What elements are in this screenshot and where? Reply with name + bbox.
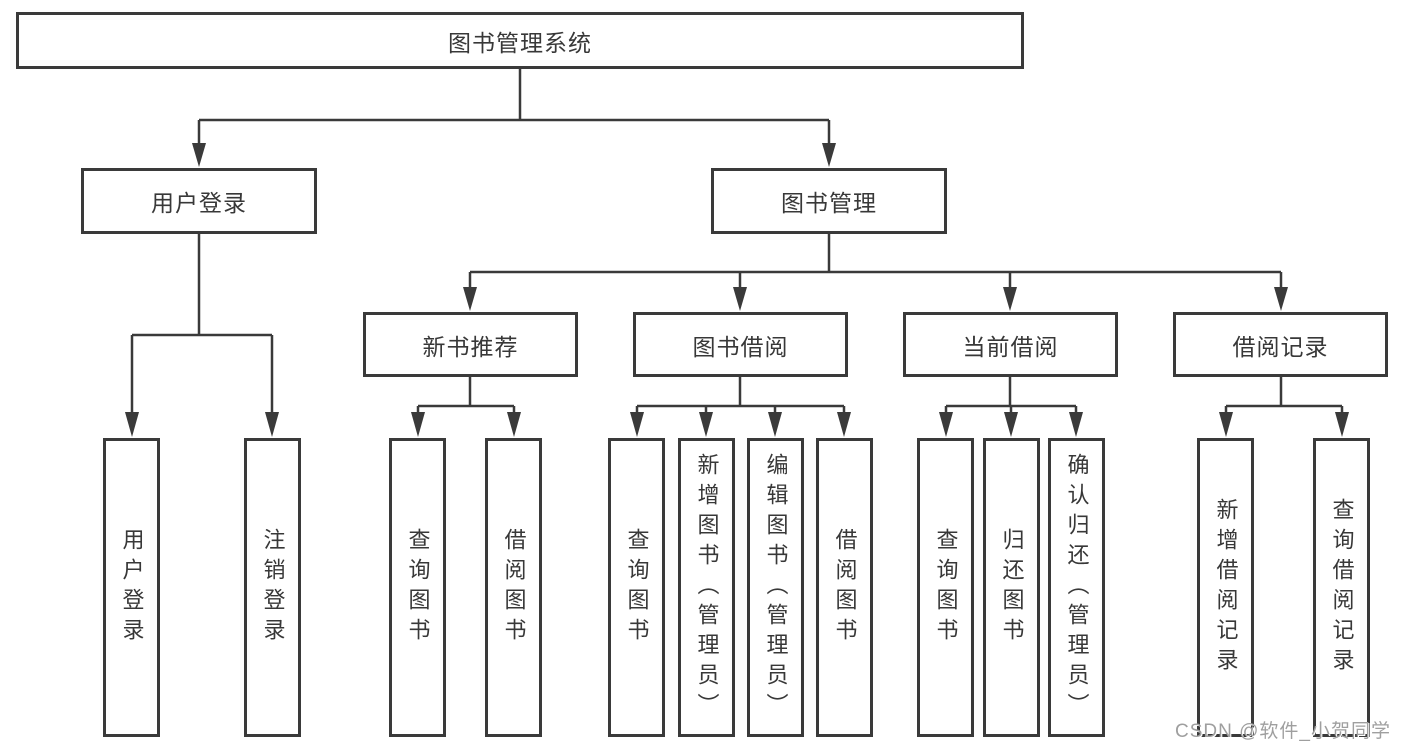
node-borrow-records: 借阅记录 [1173, 312, 1388, 377]
csdn-watermark: CSDN @软件_小贺同学 [1175, 721, 1391, 742]
node-label: 借阅记录 [1232, 333, 1329, 360]
node-book-borrow: 图书借阅 [633, 312, 848, 377]
node-label: 图书借阅 [692, 333, 789, 360]
leaf-query-books-recommend: 查询图书 [389, 438, 446, 737]
leaf-query-books-current: 查询图书 [917, 438, 974, 737]
node-user-login: 用户登录 [81, 168, 317, 234]
leaf-label: 查询图书 [405, 527, 431, 648]
leaf-edit-book-admin: 编辑图书（管理员） [747, 438, 804, 737]
leaf-label: 查询借阅记录 [1329, 497, 1355, 678]
leaf-borrow-books-recommend: 借阅图书 [485, 438, 542, 737]
node-label: 当前借阅 [962, 333, 1059, 360]
leaf-label: 查询图书 [624, 527, 650, 648]
leaf-confirm-return-admin: 确认归还（管理员） [1048, 438, 1105, 737]
node-new-book-recommend: 新书推荐 [363, 312, 578, 377]
leaf-user-login: 用户登录 [103, 438, 160, 737]
leaf-label: 查询图书 [933, 527, 959, 648]
leaf-return-books: 归还图书 [983, 438, 1040, 737]
leaf-add-book-admin: 新增图书（管理员） [678, 438, 735, 737]
node-label: 用户登录 [151, 190, 247, 216]
leaf-label: 用户登录 [119, 527, 145, 648]
leaf-label: 新增图书（管理员） [694, 452, 720, 723]
leaf-label: 确认归还（管理员） [1064, 452, 1090, 723]
leaf-query-books-borrow: 查询图书 [608, 438, 665, 737]
node-current-borrow: 当前借阅 [903, 312, 1118, 377]
leaf-query-borrow-record: 查询借阅记录 [1313, 438, 1370, 737]
leaf-label: 归还图书 [999, 527, 1025, 648]
leaf-borrow-books: 借阅图书 [816, 438, 873, 737]
leaf-label: 注销登录 [260, 527, 286, 648]
node-library-management-system: 图书管理系统 [16, 12, 1024, 69]
node-book-management: 图书管理 [711, 168, 947, 234]
leaf-label: 借阅图书 [501, 527, 527, 648]
arrowheads [125, 143, 1349, 437]
node-label: 图书管理 [781, 190, 877, 216]
node-label: 图书管理系统 [448, 29, 592, 56]
leaf-label: 新增借阅记录 [1213, 497, 1239, 678]
leaf-label: 借阅图书 [832, 527, 858, 648]
node-label: 新书推荐 [422, 333, 519, 360]
leaf-label: 编辑图书（管理员） [763, 452, 789, 723]
leaf-add-borrow-record: 新增借阅记录 [1197, 438, 1254, 737]
leaf-logout: 注销登录 [244, 438, 301, 737]
